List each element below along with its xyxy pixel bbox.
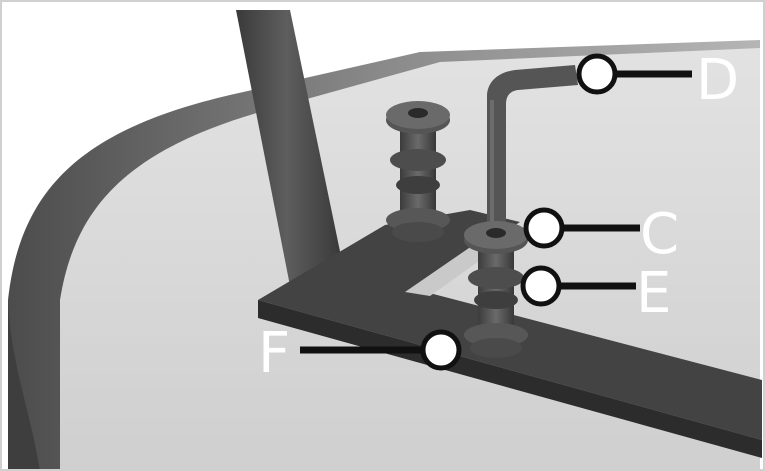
callout-label-d: D: [696, 48, 739, 113]
callout-label-f: F: [258, 321, 290, 386]
callout-label-c: C: [640, 202, 679, 267]
callout-label-e: E: [636, 261, 671, 326]
